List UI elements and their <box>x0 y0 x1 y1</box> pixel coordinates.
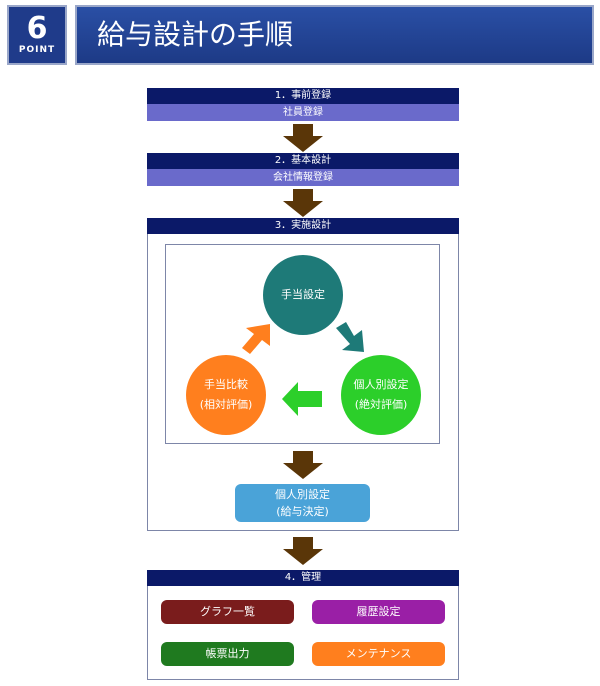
down-arrow-icon <box>283 124 323 152</box>
allowance-comparison-label: 手当比較 <box>204 378 248 391</box>
down-arrow-icon <box>283 451 323 479</box>
absolute-evaluation-label: (絶対評価) <box>354 398 408 411</box>
green-arrow-icon <box>282 382 322 416</box>
step-1-sub: 社員登録 <box>147 104 459 121</box>
down-arrow-icon <box>283 189 323 217</box>
teal-arrow-icon <box>336 322 364 352</box>
step-1-header: 1．事前登録 <box>147 88 459 104</box>
badge-number: 6 <box>26 11 48 46</box>
graph-list-button[interactable]: グラフ一覧 <box>161 600 294 624</box>
allowance-setting-label: 手当設定 <box>281 288 325 301</box>
step-2-header: 2．基本設計 <box>147 153 459 169</box>
step-3-header: 3．実施設計 <box>147 218 459 234</box>
maintenance-button[interactable]: メンテナンス <box>312 642 445 666</box>
step-4-header: 4．管理 <box>147 570 459 586</box>
individual-setting-absolute-node: 個人別設定 (絶対評価) <box>341 355 421 435</box>
individual-setting-label: 個人別設定 <box>353 378 409 391</box>
point-badge: 6 POINT <box>7 5 67 65</box>
step-2-sub: 会社情報登録 <box>147 169 459 186</box>
allowance-setting-node: 手当設定 <box>263 255 343 335</box>
orange-arrow-icon <box>242 324 270 354</box>
page-title: 給与設計の手順 <box>75 5 594 65</box>
badge-label: POINT <box>18 45 56 55</box>
allowance-comparison-node: 手当比較 (相対評価) <box>186 355 266 435</box>
salary-decision-box: 個人別設定 (給与決定) <box>235 484 370 522</box>
history-setting-button[interactable]: 履歴設定 <box>312 600 445 624</box>
salary-decision-line2: (給与決定) <box>276 505 329 518</box>
down-arrow-icon <box>283 537 323 565</box>
report-output-button[interactable]: 帳票出力 <box>161 642 294 666</box>
relative-evaluation-label: (相対評価) <box>199 398 253 411</box>
salary-decision-line1: 個人別設定 <box>275 488 330 501</box>
